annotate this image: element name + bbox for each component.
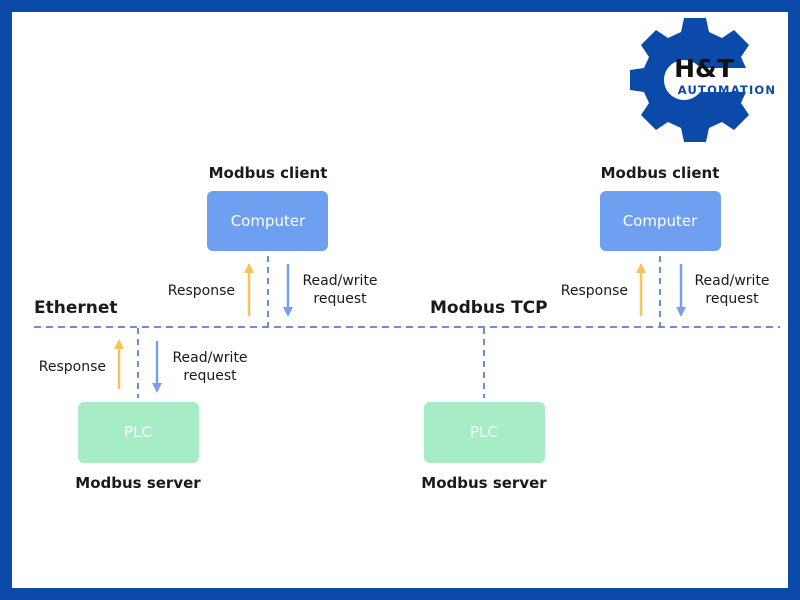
- client-2-role: Modbus client: [601, 164, 720, 182]
- server-1-device: PLC: [124, 423, 152, 441]
- server-1-role: Modbus server: [75, 474, 201, 492]
- server-2-role: Modbus server: [421, 474, 547, 492]
- client-1-request-label-1: Read/write: [302, 273, 377, 289]
- brand-logo: H&T AUTOMATION: [630, 18, 776, 142]
- client-1: Modbus client Computer Response Read/wri…: [168, 164, 378, 326]
- client-2-request-label-1: Read/write: [694, 273, 769, 289]
- logo-tagline-text: AUTOMATION: [678, 83, 776, 97]
- client-1-response-label: Response: [168, 283, 235, 299]
- server-1-box: [78, 402, 199, 463]
- logo-brand-text: H&T: [674, 54, 734, 83]
- server-1-request-label-2: request: [183, 368, 237, 384]
- client-1-box: [207, 191, 328, 251]
- client-2-device: Computer: [623, 212, 698, 230]
- client-1-request-label-2: request: [313, 291, 367, 307]
- client-2-response-label: Response: [561, 283, 628, 299]
- server-2-device: PLC: [470, 423, 498, 441]
- ethernet-label: Ethernet: [34, 298, 118, 318]
- modbus-tcp-label: Modbus TCP: [430, 298, 548, 318]
- server-1: Response Read/write request PLC Modbus s…: [39, 328, 248, 492]
- server-2-box: [424, 402, 545, 463]
- server-2: PLC Modbus server: [421, 328, 547, 492]
- client-2-box: [600, 191, 721, 251]
- client-1-device: Computer: [231, 212, 306, 230]
- server-1-response-label: Response: [39, 359, 106, 375]
- gear-icon: [630, 18, 749, 142]
- client-2: Modbus client Computer Response Read/wri…: [561, 164, 770, 326]
- client-1-role: Modbus client: [209, 164, 328, 182]
- server-1-request-label-1: Read/write: [172, 350, 247, 366]
- client-2-request-label-2: request: [705, 291, 759, 307]
